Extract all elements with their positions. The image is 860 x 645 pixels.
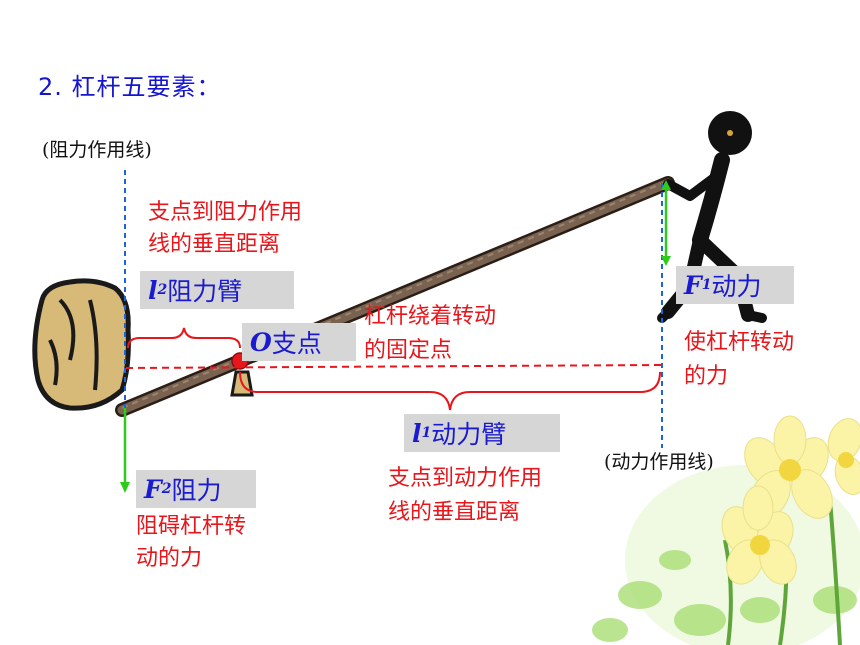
f2-arrow <box>120 408 130 493</box>
l1-description-line1: 支点到动力作用 <box>388 466 543 491</box>
f2-subscript: 2 <box>161 481 172 497</box>
rock-icon <box>32 278 131 411</box>
f1-label-text: 动力 <box>711 272 762 301</box>
l2-brace <box>127 327 241 349</box>
fulcrum-label-text: 支点 <box>271 329 322 358</box>
f2-label-text: 阻力 <box>171 476 222 505</box>
f1-subscript: 1 <box>701 277 712 293</box>
f1-symbol: F <box>684 270 702 300</box>
lever-bar <box>115 176 675 417</box>
flower-decoration <box>592 415 860 645</box>
slide-title: 2. 杠杆五要素： <box>38 73 222 101</box>
l1-symbol: l <box>412 418 422 448</box>
f1-description-line1: 使杠杆转动 <box>684 330 795 355</box>
fulcrum-symbol: O <box>250 327 272 357</box>
fulcrum-description-line1: 杠杆绕着转动 <box>364 304 497 329</box>
l1-brace <box>239 371 661 411</box>
l2-label-text: 阻力臂 <box>167 277 243 306</box>
l1-subscript: 1 <box>421 425 432 441</box>
f2-description-line2: 动的力 <box>136 546 203 571</box>
l2-description-line2: 线的垂直距离 <box>148 232 281 257</box>
f2-symbol: F <box>144 474 162 504</box>
reference-line <box>125 364 663 369</box>
l2-symbol: l <box>148 275 158 305</box>
fulcrum-description-line2: 的固定点 <box>364 338 453 363</box>
f1-description-line2: 的力 <box>684 364 729 389</box>
l2-subscript: 2 <box>157 282 168 298</box>
l2-description-line1: 支点到阻力作用 <box>148 200 303 225</box>
f1-arrow <box>661 180 671 266</box>
l1-description-line2: 线的垂直距离 <box>388 500 521 525</box>
effort-line-label: (动力作用线) <box>604 451 714 473</box>
f2-description-line1: 阻碍杠杆转 <box>136 514 247 539</box>
l1-label-text: 动力臂 <box>431 420 507 449</box>
resistance-line-label: (阻力作用线) <box>42 139 152 161</box>
